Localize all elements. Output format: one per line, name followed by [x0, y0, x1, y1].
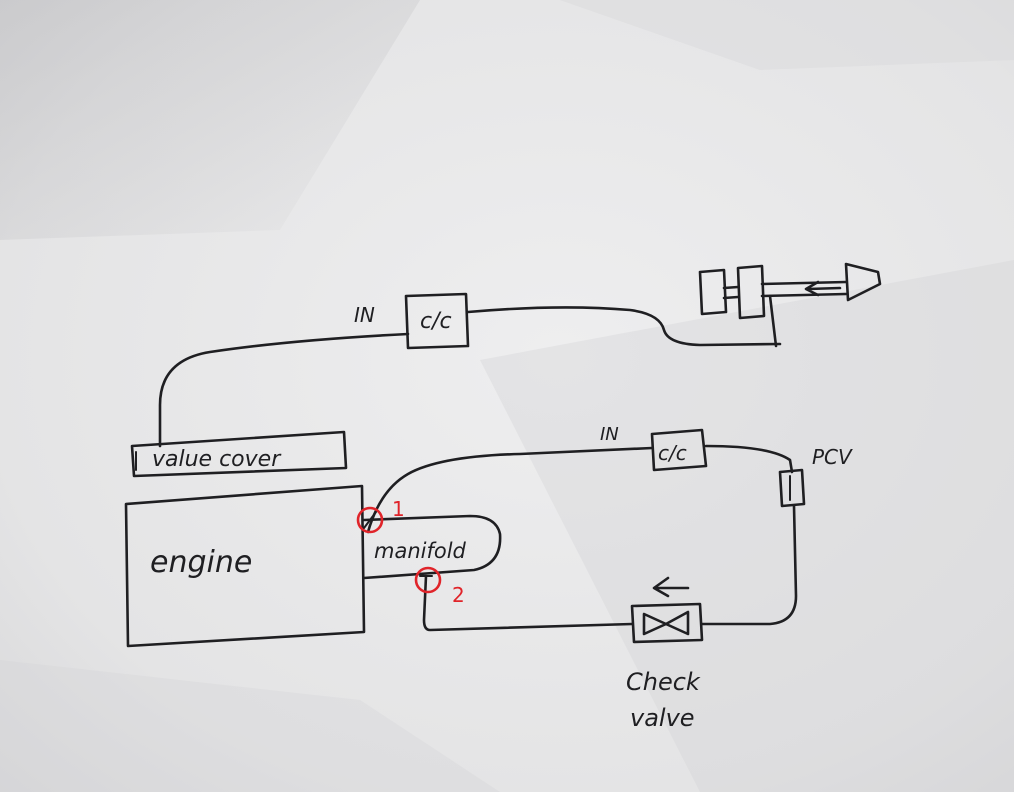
- pcv-label: PCV: [812, 445, 853, 469]
- valve-cover-label: value cover: [152, 447, 282, 472]
- hose-pcv-to-check-valve: [700, 504, 798, 626]
- manifold-label: manifold: [374, 539, 467, 563]
- hose-catch-can-to-pcv: [704, 444, 794, 474]
- paper-shadow-top-left: [0, 0, 420, 240]
- check-valve-label-line1: Check: [626, 668, 701, 696]
- check-valve-label-line2: valve: [630, 704, 695, 732]
- catch-can-lower-label: c/c: [658, 441, 687, 465]
- marker-2-label: 2: [452, 583, 465, 607]
- pcv-box: [778, 468, 806, 508]
- hose-manifold-to-catch-can-lower: [366, 446, 654, 534]
- intake-lower-label: IN: [600, 424, 619, 445]
- valve-cover-box: [130, 430, 348, 478]
- manifold-port-1: [363, 511, 377, 529]
- hose-catch-can-to-intake: [466, 306, 782, 347]
- catch-can-top-box: [404, 292, 470, 350]
- engine-box: [124, 484, 366, 648]
- marker-1-label: 1: [392, 497, 405, 521]
- check-valve-icon: [630, 602, 704, 644]
- throttle-body-assembly-icon: [698, 262, 882, 320]
- flow-arrow-icon: [652, 576, 690, 598]
- catch-can-top-label: c/c: [420, 309, 452, 334]
- paper-shadow-bottom-left: [0, 660, 500, 792]
- hose-check-valve-to-manifold: [422, 574, 634, 632]
- catch-can-lower-box: [650, 428, 708, 472]
- intake-top-label: IN: [354, 303, 375, 327]
- paper-shadow-lower-right: [480, 260, 1014, 792]
- paper-shadow-top-right: [560, 0, 1014, 70]
- intake-post: [768, 294, 778, 348]
- marker-circle-2: [414, 566, 442, 594]
- engine-label: engine: [150, 545, 252, 580]
- hose-valve-cover-to-catch-can: [158, 332, 410, 448]
- manifold-box: [362, 514, 502, 580]
- marker-circle-1: [356, 506, 384, 534]
